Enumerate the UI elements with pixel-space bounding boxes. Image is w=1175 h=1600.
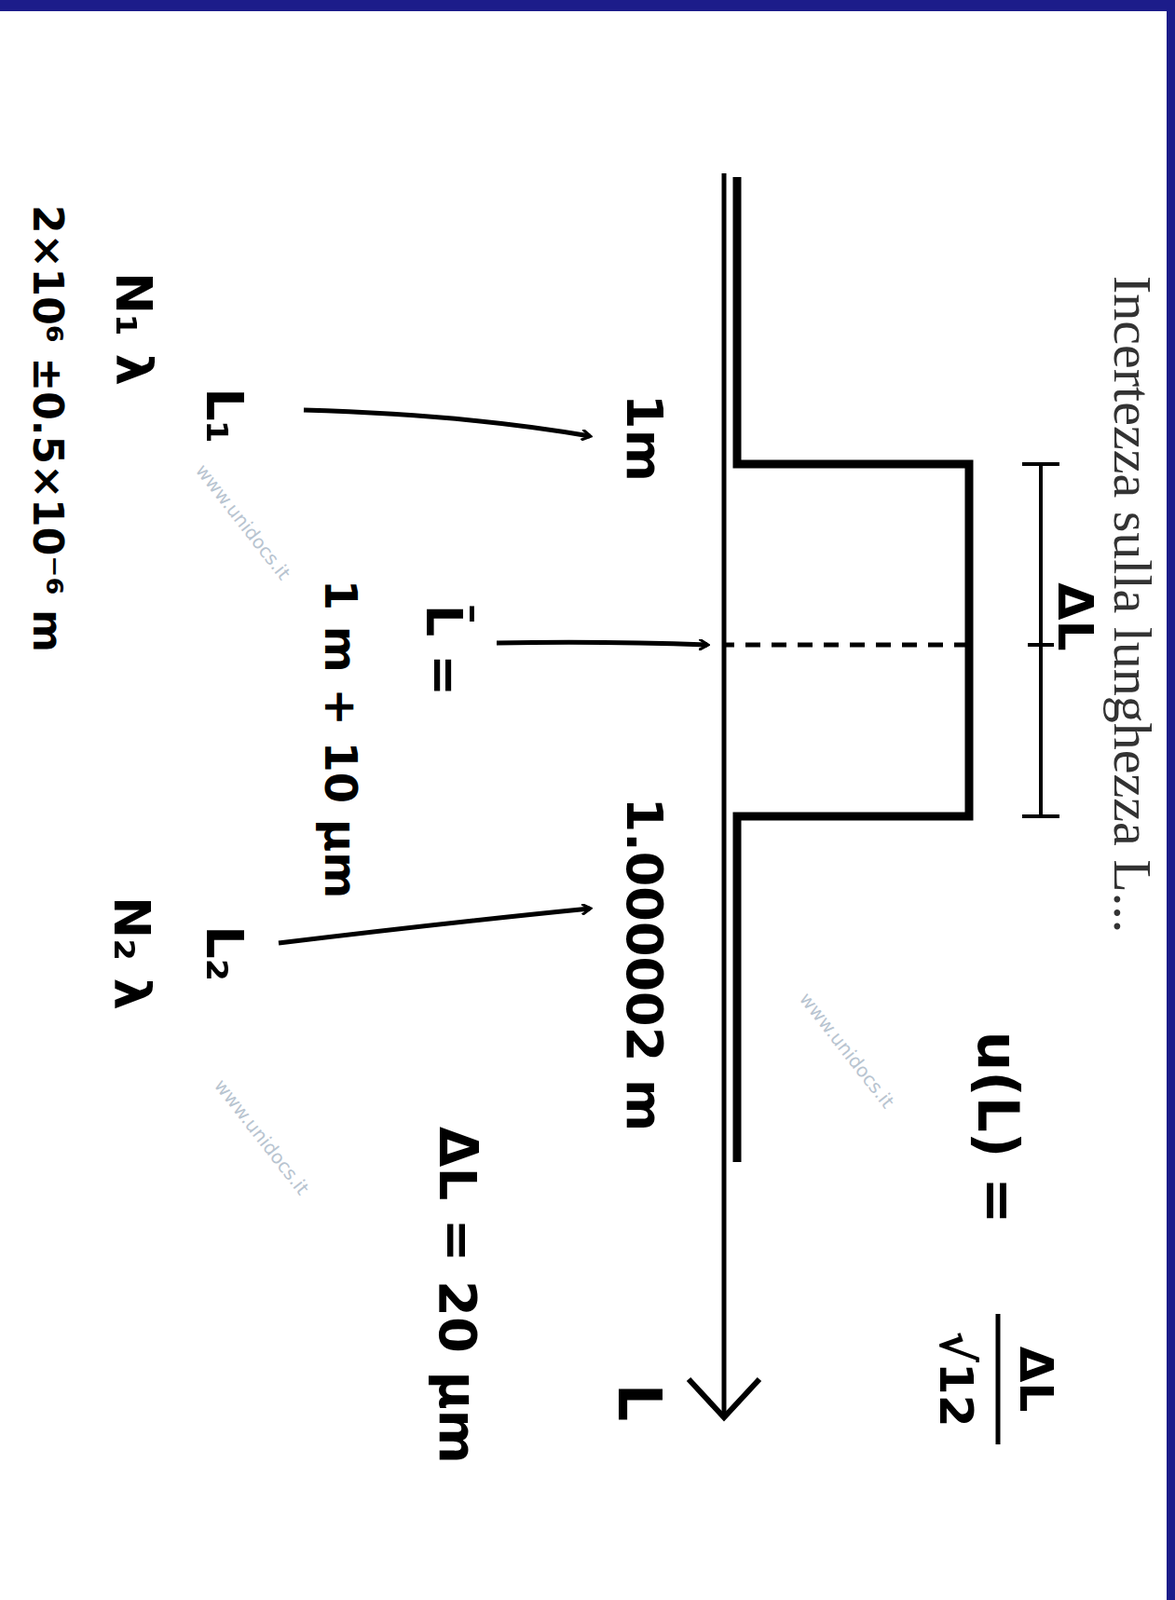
watermark: www.unidocs.it (795, 988, 899, 1112)
variable-label: N₂ λ (103, 896, 159, 1011)
formula-denominator: √12 (929, 1331, 982, 1428)
variable-label: L₁ (195, 387, 254, 444)
pointer-arrow (496, 642, 708, 645)
mean-line (724, 642, 970, 648)
axis-label: L (606, 1383, 672, 1422)
frame-border (0, 0, 1175, 12)
mean-value: 1 m + 10 μm (316, 579, 367, 900)
slide-title: Incertezza sulla lunghezza L... (1102, 275, 1162, 933)
uncertainty-value: 2×10⁶ ±0.5×10⁻⁶ m (25, 204, 70, 653)
axis-line (722, 173, 727, 1418)
mean-label: L̄ = (415, 604, 471, 697)
uniform-distribution (737, 177, 970, 1162)
watermark: www.unidocs.it (191, 460, 295, 584)
watermark: www.unidocs.it (210, 1075, 314, 1199)
axis-arrow (688, 1379, 760, 1418)
width-bracket (1022, 462, 1060, 466)
dimension-label: ΔL (1047, 582, 1101, 651)
width-bracket (1022, 814, 1060, 819)
axis-value: 1.000002 m (615, 797, 671, 1133)
fraction-bar (996, 1313, 1001, 1445)
pointer-arrow (278, 908, 590, 943)
frame-border (1166, 0, 1175, 1600)
pointer-arrow (303, 409, 590, 437)
axis-value: 1m (615, 394, 671, 482)
width-bracket (1038, 464, 1043, 817)
formula-numerator: ΔL (1010, 1346, 1062, 1413)
variable-label: N₁ λ (105, 272, 161, 386)
variable-label: L₂ (195, 925, 254, 982)
formula-text: u(L) = (967, 1031, 1029, 1225)
width-value: ΔL = 20 μm (428, 1126, 487, 1464)
